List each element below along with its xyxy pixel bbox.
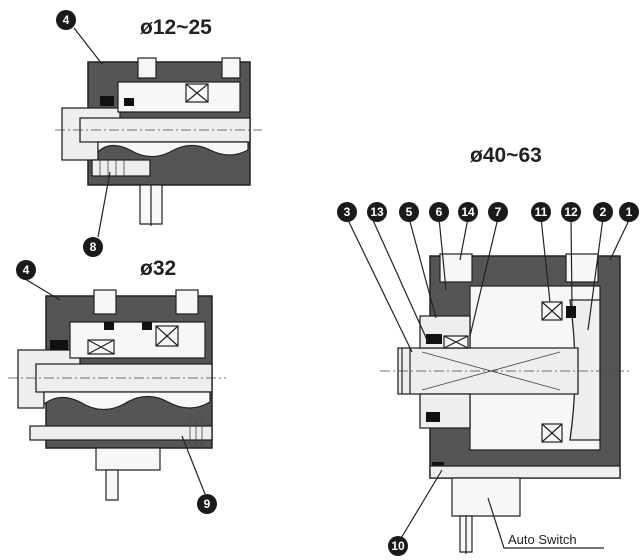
auto-switch-body: [451, 477, 521, 517]
svg-text:1: 1: [626, 205, 633, 219]
small-bearing-cross: [185, 83, 209, 103]
svg-text:8: 8: [90, 240, 97, 254]
callout-large-3: 3: [337, 202, 357, 222]
callout-small-4: 4: [56, 10, 76, 30]
callout-large-11: 11: [531, 202, 551, 222]
svg-text:12: 12: [564, 205, 578, 219]
title-small: ø12~25: [140, 16, 212, 39]
large-bottom-plate: [429, 465, 621, 479]
mid-port-left: [93, 289, 117, 315]
small-break: [97, 141, 249, 158]
section-mid: ø32 4 9: [8, 257, 226, 514]
callout-large-2: 2: [593, 202, 613, 222]
mid-port-right: [175, 289, 199, 315]
callout-large-14: 14: [458, 202, 478, 222]
callout-large-7: 7: [488, 202, 508, 222]
svg-text:3: 3: [344, 205, 351, 219]
callout-large-10: 10: [388, 536, 408, 556]
svg-text:11: 11: [535, 205, 548, 219]
svg-text:14: 14: [461, 205, 475, 219]
mid-bracket: [95, 447, 161, 471]
small-port-right: [221, 57, 241, 79]
callout-large-13: 13: [367, 202, 387, 222]
svg-text:6: 6: [436, 205, 443, 219]
callout-large-12: 12: [561, 202, 581, 222]
callout-large-5: 5: [399, 202, 419, 222]
small-seal-2: [124, 98, 134, 106]
svg-text:2: 2: [600, 205, 607, 219]
small-seal: [100, 96, 114, 106]
svg-text:13: 13: [370, 205, 384, 219]
section-small: ø12~25 4: [55, 10, 262, 257]
callout-mid-9: 9: [197, 494, 217, 514]
callout-large-1: 1: [619, 202, 639, 222]
callout-small-8: 8: [83, 237, 103, 257]
mid-tie-rod: [29, 425, 213, 441]
svg-text:9: 9: [204, 497, 211, 511]
small-port-left: [137, 57, 157, 79]
callout-mid-4: 4: [16, 260, 36, 280]
svg-text:7: 7: [495, 205, 502, 219]
title-large: ø40~63: [470, 144, 542, 167]
svg-text:4: 4: [63, 13, 70, 27]
small-chamber: [117, 81, 241, 113]
svg-text:10: 10: [391, 539, 405, 553]
small-screw: [91, 159, 151, 177]
svg-text:5: 5: [406, 205, 413, 219]
mid-break: [43, 391, 211, 411]
section-large: ø40~63: [337, 144, 639, 556]
auto-switch-label: Auto Switch: [508, 532, 577, 547]
callout-large-6: 6: [429, 202, 449, 222]
large-port-right: [565, 253, 599, 283]
svg-text:4: 4: [23, 263, 30, 277]
title-mid: ø32: [140, 257, 176, 280]
